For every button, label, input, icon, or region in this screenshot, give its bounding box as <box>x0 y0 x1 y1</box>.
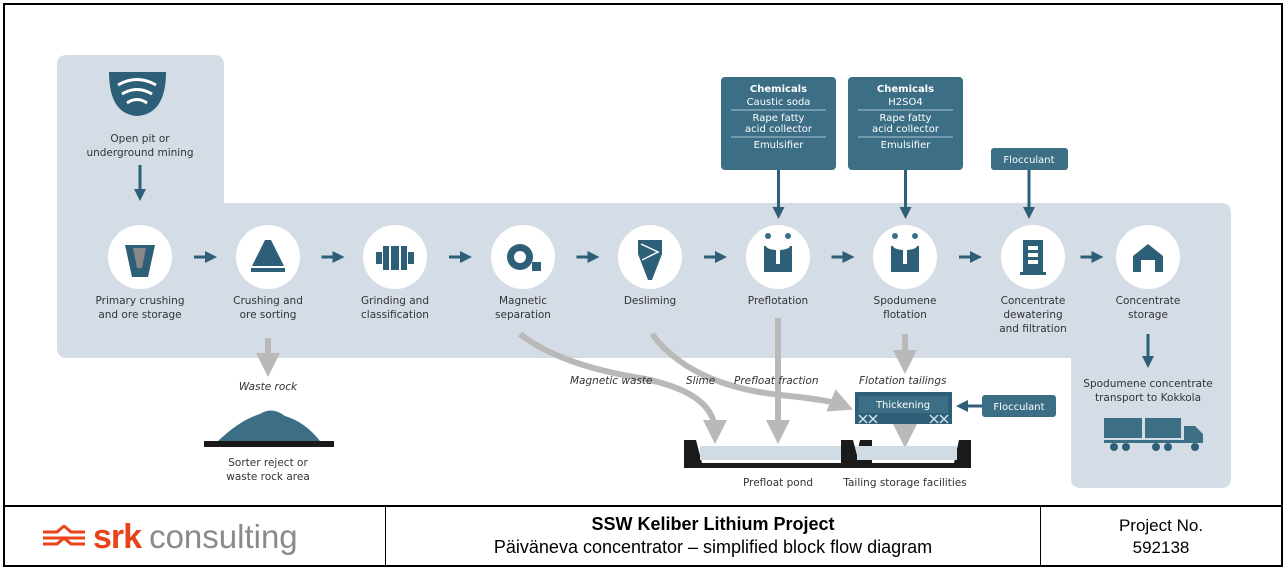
title-block: SSW Keliber Lithium Project Päiväneva co… <box>386 507 1041 567</box>
waste-rock-label: Waste rock <box>239 381 298 393</box>
flocculant-box <box>982 395 1056 417</box>
flocculant-label: Flocculant <box>1003 155 1054 166</box>
preflotation-label: Preflotation <box>748 295 808 307</box>
ore-storage-icon <box>125 245 155 277</box>
chemical-item: H2SO4 <box>888 97 922 108</box>
chemical-item: acid collector <box>745 124 813 135</box>
chemicals-box <box>721 77 836 170</box>
hydrocyclone-icon <box>638 240 662 280</box>
chemical-item: Emulsifier <box>881 140 932 151</box>
open-pit-icon <box>109 72 166 116</box>
tailing-storage-label: Tailing storage facilities <box>842 477 966 489</box>
tailing-storage-icon <box>841 440 971 468</box>
magnetic-waste-flow <box>518 331 727 444</box>
slime-label: Slime <box>686 375 715 387</box>
transport-label: transport to Kokkola <box>1095 392 1201 404</box>
mining-label: underground mining <box>86 147 193 159</box>
crushing-sorting-label: ore sorting <box>240 309 297 321</box>
filter-press-icon <box>1020 240 1046 275</box>
svg-text:Preflotation: Preflotation <box>748 295 808 307</box>
primary-crushing-label: Primary crushing <box>95 295 184 307</box>
spodumene-flotation-label: Spodumene <box>874 295 937 307</box>
footer: srk consulting SSW Keliber Lithium Proje… <box>3 505 1283 567</box>
storage-shed-icon <box>1133 244 1163 272</box>
chemical-item: acid collector <box>872 124 940 135</box>
grinding-label: Grinding and <box>361 295 429 307</box>
flotation-cell-icon <box>891 233 919 272</box>
chemical-item: Rape fatty <box>880 113 932 124</box>
flotation-cell-icon <box>764 233 792 272</box>
sorter-reject-label: Sorter reject or <box>228 457 308 469</box>
project-number-block: Project No. 592138 <box>1041 507 1281 567</box>
magnetic-label: Magnetic <box>499 295 547 307</box>
dewatering-label: Concentrate <box>1001 295 1066 307</box>
magnetic-waste-label: Magnetic waste <box>570 375 653 387</box>
concentrate-storage-label: Concentrate <box>1116 295 1181 307</box>
truck-icon <box>1104 418 1203 451</box>
logo: srk consulting <box>3 507 386 567</box>
dewatering-label: and filtration <box>999 323 1067 335</box>
chemical-item: Caustic soda <box>747 97 811 108</box>
logo-word: consulting <box>149 518 298 555</box>
chemical-item: Emulsifier <box>754 140 805 151</box>
spodumene-flotation-label: flotation <box>883 309 927 321</box>
flow-diagram: Open pit or underground mining Primary cr… <box>57 55 1231 489</box>
chemicals-box <box>848 77 963 170</box>
desliming-label: Desliming <box>624 295 676 307</box>
flocculant-box <box>991 148 1068 170</box>
diagram-title: Päiväneva concentrator – simplified bloc… <box>493 537 933 557</box>
magnetic-label: separation <box>495 309 551 321</box>
crushing-sorting-label: Crushing and <box>233 295 303 307</box>
project-title: SSW Keliber Lithium Project <box>591 514 835 534</box>
dewatering-label: dewatering <box>1003 309 1062 321</box>
mining-label: Open pit or <box>110 133 170 145</box>
waste-rock-pile-icon <box>204 410 334 447</box>
flocculant-label: Flocculant <box>993 402 1044 413</box>
grinding-label: classification <box>361 309 429 321</box>
primary-crushing-label: and ore storage <box>98 309 181 321</box>
chemicals-title: Chemicals <box>877 84 934 95</box>
project-no-label: Project No. <box>1118 516 1204 535</box>
svg-text:Desliming: Desliming <box>624 295 676 307</box>
prefloat-fraction-label: Prefloat fraction <box>734 375 819 387</box>
chemical-item: Rape fatty <box>753 113 805 124</box>
sorter-reject-label: waste rock area <box>226 471 310 483</box>
slime-flow <box>649 332 854 412</box>
logo-mark: srk <box>93 517 142 556</box>
flotation-tailings-label: Flotation tailings <box>859 375 947 387</box>
thickener-icon <box>855 392 952 424</box>
thickening-label: Thickening <box>875 400 930 411</box>
magnetic-separator-icon <box>507 244 541 271</box>
grinding-mill-icon <box>376 246 414 270</box>
concentrate-storage-label: storage <box>1128 309 1168 321</box>
chemicals-title: Chemicals <box>750 84 807 95</box>
transport-label: Spodumene concentrate <box>1083 378 1212 390</box>
crusher-icon <box>251 240 285 272</box>
prefloat-pond-label: Prefloat pond <box>743 477 813 489</box>
project-no: 592138 <box>1132 538 1190 557</box>
srk-logo-icon <box>43 525 85 546</box>
